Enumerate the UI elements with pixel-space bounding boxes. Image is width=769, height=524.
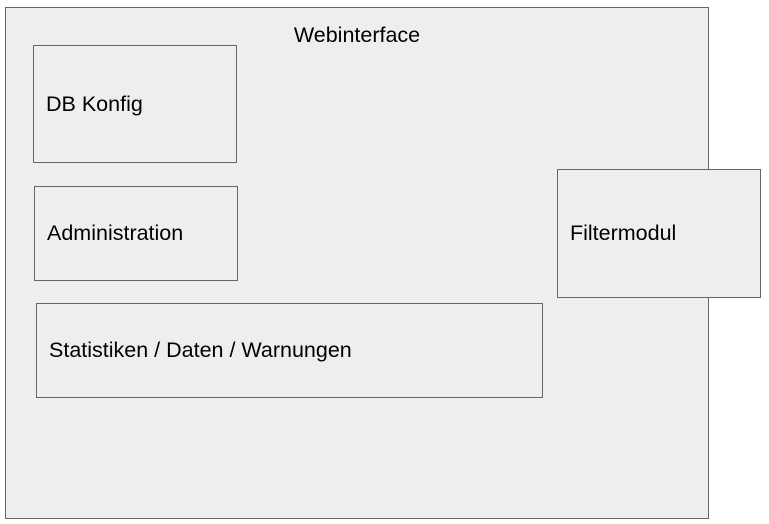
db-konfig-label: DB Konfig xyxy=(46,91,143,116)
webinterface-title: Webinterface xyxy=(293,23,421,47)
filtermodul-label: Filtermodul xyxy=(570,221,677,245)
administration-box: Administration xyxy=(34,186,238,281)
db-konfig-box: DB Konfig xyxy=(33,45,237,163)
administration-label: Administration xyxy=(47,221,184,245)
statistiken-box: Statistiken / Daten / Warnungen xyxy=(36,303,543,398)
statistiken-label: Statistiken / Daten / Warnungen xyxy=(49,338,352,362)
filtermodul-box: Filtermodul xyxy=(557,169,761,298)
